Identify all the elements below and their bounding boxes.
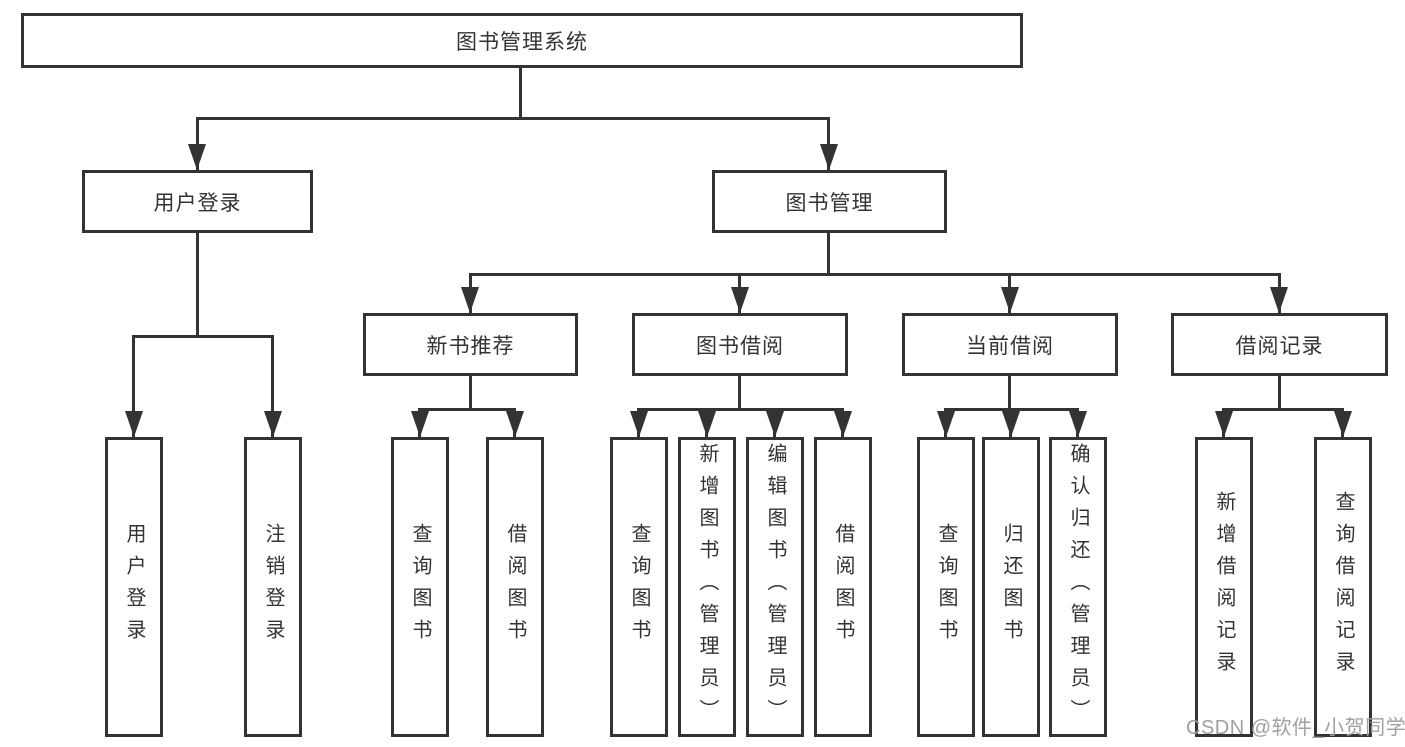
- node-new-book-recommend-label: 新书推荐: [426, 334, 515, 358]
- leaf-borrow-book-borrow-label: 借阅图书: [832, 523, 854, 651]
- leaf-user-login-label: 用户登录: [123, 523, 145, 651]
- node-borrow-records-label: 借阅记录: [1235, 334, 1324, 358]
- connector-recommend-stem: [469, 376, 472, 408]
- arrow-down-icon: [461, 287, 479, 313]
- leaf-logout: 注销登录: [244, 437, 302, 737]
- node-book-management-label: 图书管理: [785, 191, 874, 215]
- leaf-edit-book-admin: 编辑图书（管理员）: [746, 437, 804, 737]
- leaf-logout-label: 注销登录: [262, 523, 284, 651]
- leaf-add-borrow-record-label: 新增借阅记录: [1213, 491, 1235, 683]
- arrow-down-icon: [264, 411, 282, 437]
- leaf-query-book-borrow: 查询图书: [610, 437, 668, 737]
- leaf-confirm-return-admin: 确认归还（管理员）: [1049, 437, 1107, 737]
- node-book-borrow-label: 图书借阅: [696, 334, 784, 358]
- leaf-confirm-return-admin-label: 确认归还（管理员）: [1067, 443, 1089, 731]
- node-book-borrow: 图书借阅: [632, 313, 848, 376]
- connector-recommend-rail: [418, 408, 516, 411]
- node-user-login-label: 用户登录: [153, 191, 242, 215]
- arrow-down-icon: [1334, 411, 1352, 437]
- node-user-login: 用户登录: [82, 170, 313, 233]
- leaf-user-login: 用户登录: [105, 437, 163, 737]
- node-root-label: 图书管理系统: [456, 30, 588, 54]
- connector-borrow-stem: [738, 376, 741, 408]
- connector-to-book-management: [827, 117, 830, 170]
- leaf-query-book-recommend: 查询图书: [391, 437, 449, 737]
- arrow-down-icon: [731, 287, 749, 313]
- connector-user-login-stem: [196, 233, 199, 335]
- leaf-query-book-current: 查询图书: [917, 437, 975, 737]
- leaf-query-borrow-record-label: 查询借阅记录: [1332, 491, 1354, 683]
- arrow-down-icon: [834, 411, 852, 437]
- leaf-return-book-label: 归还图书: [1000, 523, 1022, 651]
- arrow-down-icon: [411, 411, 429, 437]
- leaf-edit-book-admin-label: 编辑图书（管理员）: [764, 443, 786, 731]
- leaf-add-borrow-record: 新增借阅记录: [1195, 437, 1253, 737]
- arrow-down-icon: [1270, 287, 1288, 313]
- arrow-down-icon: [1215, 411, 1233, 437]
- leaf-query-book-current-label: 查询图书: [935, 523, 957, 651]
- node-borrow-records: 借阅记录: [1171, 313, 1388, 376]
- leaf-return-book: 归还图书: [982, 437, 1040, 737]
- leaf-borrow-book-recommend: 借阅图书: [486, 437, 544, 737]
- arrow-down-icon: [766, 411, 784, 437]
- arrow-down-icon: [937, 411, 955, 437]
- connector-book-management-stem: [827, 233, 830, 273]
- node-new-book-recommend: 新书推荐: [363, 313, 578, 376]
- connector-records-rail: [1222, 408, 1344, 411]
- node-root-system: 图书管理系统: [21, 13, 1023, 68]
- node-book-management: 图书管理: [712, 170, 947, 233]
- connector-level3-rail: [469, 273, 1281, 276]
- arrow-down-icon: [1002, 411, 1020, 437]
- leaf-query-book-borrow-label: 查询图书: [628, 523, 650, 651]
- connector-records-stem: [1278, 376, 1281, 408]
- node-current-borrow-label: 当前借阅: [966, 334, 1054, 358]
- connector-to-leaf-user-login: [132, 335, 135, 437]
- leaf-add-book-admin-label: 新增图书（管理员）: [696, 443, 718, 731]
- leaf-borrow-book-recommend-label: 借阅图书: [504, 523, 526, 651]
- connector-level2-rail: [196, 117, 830, 120]
- arrow-down-icon: [1001, 287, 1019, 313]
- leaf-query-borrow-record: 查询借阅记录: [1314, 437, 1372, 737]
- arrow-down-icon: [630, 411, 648, 437]
- leaf-add-book-admin: 新增图书（管理员）: [678, 437, 736, 737]
- arrow-down-icon: [125, 411, 143, 437]
- connector-current-stem: [1008, 376, 1011, 408]
- connector-borrow-rail: [637, 408, 844, 411]
- arrow-down-icon: [698, 411, 716, 437]
- arrow-down-icon: [820, 144, 838, 170]
- connector-to-leaf-logout: [271, 335, 274, 437]
- csdn-watermark: CSDN @软件_小贺同学: [1186, 717, 1405, 739]
- leaf-query-book-recommend-label: 查询图书: [409, 523, 431, 651]
- arrow-down-icon: [1069, 411, 1087, 437]
- arrow-down-icon: [188, 144, 206, 170]
- connector-user-login-rail: [132, 335, 274, 338]
- connector-to-user-login: [196, 117, 199, 170]
- leaf-borrow-book-borrow: 借阅图书: [814, 437, 872, 737]
- arrow-down-icon: [506, 411, 524, 437]
- node-current-borrow: 当前借阅: [902, 313, 1118, 376]
- connector-root-stem: [519, 68, 522, 118]
